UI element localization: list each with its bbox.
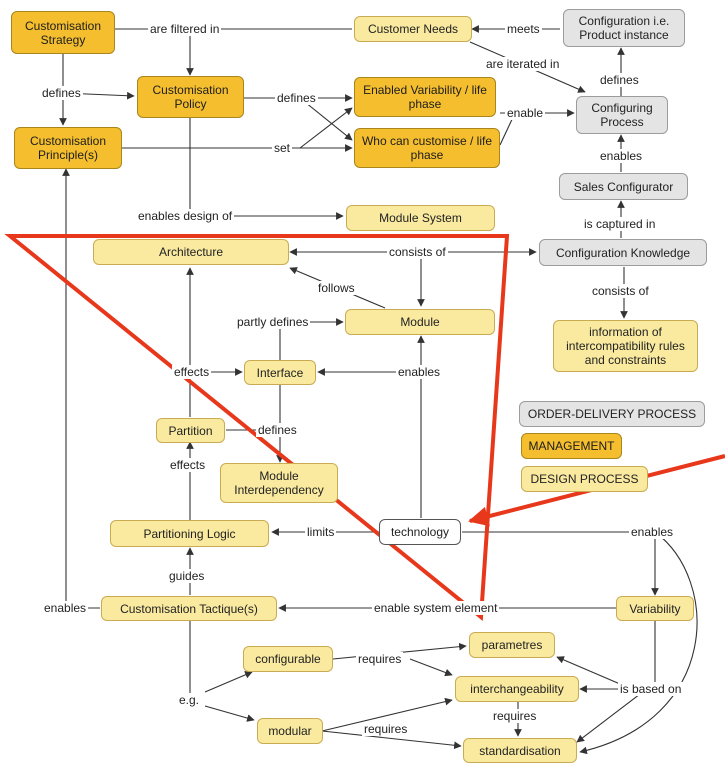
label-meets: meets bbox=[505, 22, 542, 36]
label-are-filtered-in: are filtered in bbox=[148, 22, 222, 36]
node-interchangeability: interchangeability bbox=[455, 676, 579, 702]
node-variability: Variability bbox=[616, 596, 694, 621]
edge-configurable-interchange bbox=[409, 658, 453, 677]
edge-enables-curve bbox=[579, 531, 698, 755]
legend-order-delivery: ORDER-DELIVERY PROCESS bbox=[519, 401, 705, 427]
node-configuration-knowledge: Configuration Knowledge bbox=[539, 239, 707, 266]
label-are-iterated-in: are iterated in bbox=[484, 57, 562, 71]
node-partitioning-logic: Partitioning Logic bbox=[110, 520, 269, 547]
node-sales-configurator: Sales Configurator bbox=[559, 173, 688, 200]
node-interface: Interface bbox=[244, 360, 316, 385]
edge-modular-standard bbox=[321, 730, 462, 750]
label-consists-of-knowledge: consists of bbox=[590, 284, 651, 298]
node-configurable: configurable bbox=[243, 646, 333, 672]
label-enable-system-element: enable system element bbox=[372, 601, 500, 615]
label-requires-modular: requires bbox=[362, 722, 410, 736]
label-consists-of-arch: consists of bbox=[387, 245, 448, 259]
edge-eg-modular bbox=[204, 705, 255, 722]
node-configuring-process: Configuring Process bbox=[576, 96, 668, 134]
edge-modular-interchange bbox=[321, 697, 453, 732]
node-customer-needs: Customer Needs bbox=[354, 16, 472, 42]
label-enables-module: enables bbox=[396, 365, 443, 379]
label-defines-config: defines bbox=[598, 73, 641, 87]
node-parametres: parametres bbox=[469, 632, 555, 658]
label-follows: follows bbox=[316, 281, 357, 295]
node-module-system: Module System bbox=[346, 205, 495, 231]
legend-management: MANAGEMENT bbox=[521, 433, 622, 459]
label-requires-interchange: requires bbox=[491, 709, 539, 723]
node-standardisation: standardisation bbox=[463, 738, 577, 763]
node-modular: modular bbox=[257, 718, 323, 744]
label-enables-design-of: enables design of bbox=[136, 209, 235, 223]
label-defines-policy: defines bbox=[275, 91, 318, 105]
label-enables-principle: enables bbox=[42, 601, 89, 615]
label-set: set bbox=[272, 141, 293, 155]
legend-design-process: DESIGN PROCESS bbox=[521, 466, 648, 492]
node-architecture: Architecture bbox=[93, 239, 289, 265]
label-effects-partition: effects bbox=[168, 458, 208, 472]
label-is-based-on: is based on bbox=[618, 682, 684, 696]
edge-based-parametres bbox=[556, 656, 621, 685]
edge-based-standard bbox=[576, 693, 641, 743]
label-enable-config: enable bbox=[505, 106, 546, 120]
label-eg: e.g. bbox=[177, 693, 202, 707]
node-customisation-principles: Customisation Principle(s) bbox=[14, 127, 122, 169]
label-requires-configurable: requires bbox=[356, 652, 404, 666]
node-who-can-customise: Who can customise / life phase bbox=[354, 128, 500, 168]
node-module-interdependency: Module Interdependency bbox=[220, 463, 338, 503]
label-enables-sales: enables bbox=[598, 149, 645, 163]
label-guides: guides bbox=[167, 569, 207, 583]
node-customisation-strategy: Customisation Strategy bbox=[11, 11, 115, 54]
node-technology: technology bbox=[379, 519, 461, 545]
node-customisation-tactique: Customisation Tactique(s) bbox=[101, 596, 277, 621]
label-defines-strategy: defines bbox=[40, 86, 83, 100]
node-customisation-policy: Customisation Policy bbox=[137, 76, 244, 118]
node-configuration-instance: Configuration i.e. Product instance bbox=[563, 9, 685, 47]
label-defines-interdep: defines bbox=[256, 423, 299, 437]
node-module: Module bbox=[345, 309, 495, 335]
edge-set-enabled bbox=[299, 107, 353, 149]
label-enables-variability: enables bbox=[629, 525, 676, 539]
label-effects-interface: effects bbox=[172, 365, 212, 379]
highlight-triangle bbox=[4, 234, 510, 621]
label-is-captured-in: is captured in bbox=[582, 217, 658, 231]
node-partition: Partition bbox=[156, 418, 225, 443]
edge-policy-who bbox=[299, 97, 353, 141]
node-information-constraints: information of intercompatibility rules … bbox=[553, 320, 698, 372]
edge-enables-variability bbox=[462, 531, 659, 596]
label-partly-defines: partly defines bbox=[235, 315, 311, 329]
edge-eg-configurable bbox=[204, 671, 253, 693]
node-enabled-variability: Enabled Variability / life phase bbox=[354, 77, 496, 117]
label-limits: limits bbox=[305, 525, 337, 539]
